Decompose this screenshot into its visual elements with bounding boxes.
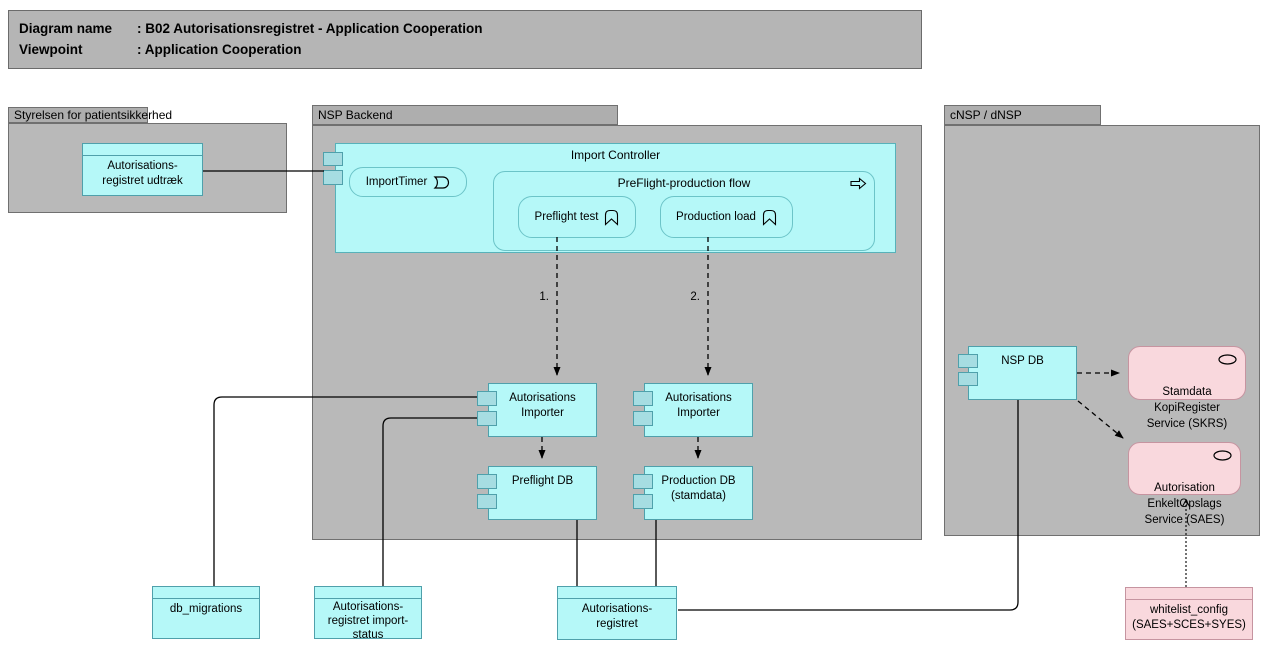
diagram-title-panel: Diagram name : B02 Autorisationsregistre… bbox=[8, 10, 922, 69]
node-label: Preflight test bbox=[534, 211, 599, 223]
component-port bbox=[477, 474, 497, 489]
node-label: Import Controller bbox=[570, 148, 661, 162]
node-label: db_migrations bbox=[169, 603, 243, 615]
event-icon bbox=[433, 175, 450, 189]
node-production-load[interactable]: Production load bbox=[660, 196, 793, 238]
component-port bbox=[477, 391, 497, 406]
component-port bbox=[477, 494, 497, 509]
node-nsp-db[interactable]: NSP DB bbox=[968, 346, 1077, 400]
node-label: Autorisations- registret import- status bbox=[327, 601, 409, 641]
data-object-strip bbox=[315, 587, 421, 599]
node-whitelist-config[interactable]: whitelist_config (SAES+SCES+SYES) bbox=[1125, 587, 1253, 640]
node-autorisationsregistret-import-status[interactable]: Autorisations- registret import- status bbox=[314, 586, 422, 641]
component-port bbox=[958, 354, 978, 368]
service-icon bbox=[1213, 450, 1232, 461]
component-port bbox=[633, 494, 653, 509]
node-label: Autorisations- registret bbox=[581, 603, 653, 630]
node-preflight-db[interactable]: Preflight DB bbox=[488, 466, 597, 520]
flow-arrow-icon bbox=[850, 177, 867, 190]
node-preflight-test[interactable]: Preflight test bbox=[518, 196, 636, 238]
function-icon bbox=[762, 209, 777, 226]
node-label: whitelist_config (SAES+SCES+SYES) bbox=[1132, 604, 1246, 631]
node-import-controller[interactable]: Import Controller ImportTimer PreFlight-… bbox=[335, 143, 896, 253]
node-db-migrations[interactable]: db_migrations bbox=[152, 586, 260, 639]
component-port bbox=[633, 474, 653, 489]
service-icon bbox=[1218, 354, 1237, 365]
diagram-name-row: Diagram name : B02 Autorisationsregistre… bbox=[19, 18, 921, 39]
component-port bbox=[323, 170, 343, 185]
node-saes-service[interactable]: Autorisation EnkeltOpslags Service (SAES… bbox=[1128, 442, 1241, 526]
diagram-name-value: : B02 Autorisationsregistret - Applicati… bbox=[137, 21, 483, 36]
data-object-strip bbox=[83, 144, 202, 156]
component-port bbox=[633, 391, 653, 406]
node-label: Autorisation EnkeltOpslags Service (SAES… bbox=[1144, 482, 1225, 526]
node-label: ImportTimer bbox=[365, 176, 428, 188]
node-preflight-production-flow[interactable]: PreFlight-production flow Preflight test… bbox=[493, 171, 875, 251]
node-label: Production load bbox=[676, 211, 756, 223]
node-skrs-service[interactable]: Stamdata KopiRegister Service (SKRS) bbox=[1128, 346, 1246, 430]
node-production-db[interactable]: Production DB (stamdata) bbox=[644, 466, 753, 520]
node-autorisationsregistret-udtraek[interactable]: Autorisations- registret udtræk bbox=[82, 143, 203, 196]
function-icon bbox=[605, 209, 619, 226]
node-label: PreFlight-production flow bbox=[617, 176, 751, 190]
viewpoint-label: Viewpoint bbox=[19, 42, 83, 57]
component-port bbox=[477, 411, 497, 426]
group-tab-nsp-backend[interactable]: NSP Backend bbox=[312, 105, 618, 125]
component-port bbox=[633, 411, 653, 426]
node-autorisations-importer-left[interactable]: Autorisations Importer bbox=[488, 383, 597, 437]
group-tab-styrelsen[interactable]: Styrelsen for patientsikkerhed bbox=[8, 107, 172, 123]
group-tab-cnsp[interactable]: cNSP / dNSP bbox=[944, 105, 1101, 125]
component-port bbox=[323, 152, 343, 166]
node-autorisationsregistret[interactable]: Autorisations- registret bbox=[557, 586, 677, 640]
viewpoint-value: : Application Cooperation bbox=[137, 42, 302, 57]
node-label: Stamdata KopiRegister Service (SKRS) bbox=[1146, 386, 1228, 430]
data-object-strip bbox=[1126, 588, 1252, 600]
node-import-timer[interactable]: ImportTimer bbox=[349, 167, 467, 197]
component-port bbox=[958, 372, 978, 386]
node-autorisations-importer-right[interactable]: Autorisations Importer bbox=[644, 383, 753, 437]
diagram-name-label: Diagram name bbox=[19, 21, 113, 36]
node-label: Autorisations- registret udtræk bbox=[102, 160, 183, 187]
data-object-strip bbox=[153, 587, 259, 599]
viewpoint-row: Viewpoint : Application Cooperation bbox=[19, 39, 921, 60]
data-object-strip bbox=[558, 587, 676, 599]
